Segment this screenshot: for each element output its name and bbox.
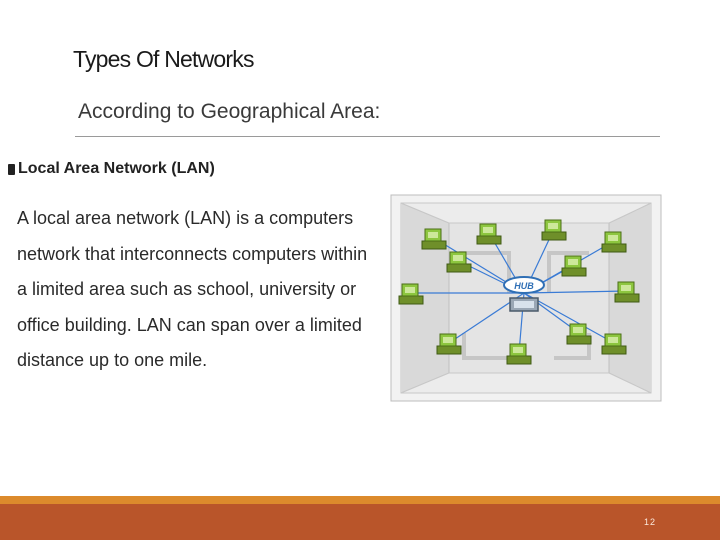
slide-title: Types Of Networks <box>73 46 254 72</box>
computer-icon <box>398 283 424 305</box>
lan-diagram-svg: HUB <box>390 194 662 402</box>
computer-icon <box>566 323 592 345</box>
body-paragraph: A local area network (LAN) is a computer… <box>17 208 368 370</box>
page-number: 12 <box>643 517 656 527</box>
hub-device: HUB <box>503 276 545 312</box>
computer-icon <box>561 255 587 277</box>
hub-label: HUB <box>514 281 534 291</box>
computer-icon <box>436 333 462 355</box>
computer-icon <box>601 231 627 253</box>
computer-icon <box>601 333 627 355</box>
network-link <box>523 290 628 294</box>
computer-nodes <box>398 219 640 365</box>
lan-diagram: HUB <box>389 193 663 403</box>
slide-subtitle: According to Geographical Area: <box>78 100 381 123</box>
computer-icon <box>614 281 640 303</box>
computer-icon <box>476 223 502 245</box>
bullet-heading: Local Area Network (LAN) <box>8 160 215 178</box>
computer-icon <box>541 219 567 241</box>
computer-icon <box>421 228 447 250</box>
footer-accent-strip <box>0 496 720 504</box>
divider-line <box>75 136 660 137</box>
computer-icon <box>506 343 532 365</box>
network-link <box>523 292 615 344</box>
bullet-heading-text: Local Area Network (LAN) <box>18 160 215 177</box>
square-bullet-icon <box>8 163 15 175</box>
computer-icon <box>446 251 472 273</box>
